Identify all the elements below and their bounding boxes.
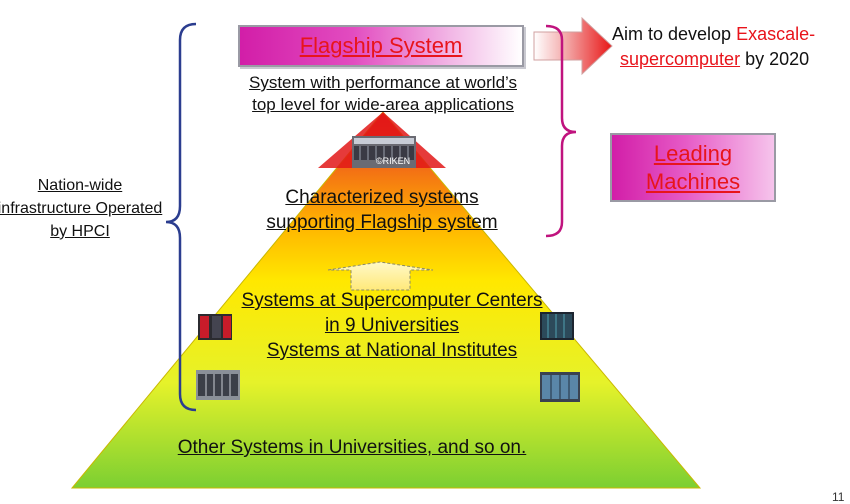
right-arrow [533,16,613,76]
server-rack-icon [196,370,240,400]
supercomputer-image-k [352,136,416,168]
left-label-line1: Nation-wide [37,177,123,194]
page-number: 11 [832,490,845,504]
bottom-systems-label: Other Systems in Universities, and so on… [177,437,527,458]
leading-label-line1: Leading [653,140,733,166]
characterized-line1: Characterized systems [285,187,479,208]
centers-line1: Systems at Supercomputer Centers [241,290,543,311]
aim-text-line1: Aim to develop Exascale- [612,24,815,45]
right-bracket [545,24,577,238]
upward-arrow [327,261,434,291]
left-label-line3: by HPCI [50,223,110,240]
flagship-system-box: Flagship System [238,25,524,67]
aim-text-line2: supercomputer by 2020 [620,49,809,70]
aim-suffix: by 2020 [740,49,810,69]
aim-exascale: Exascale- [736,24,816,44]
riken-credit: ©RIKEN [376,156,411,166]
flagship-description-line1: System with performance at world’s [248,73,517,92]
centers-line3: Systems at National Institutes [266,340,518,361]
server-rack-icon [540,312,574,340]
server-rack-icon [198,314,232,340]
leading-label-line2: Machines [645,168,741,194]
aim-supercomputer: supercomputer [620,49,741,69]
leading-machines-box: Leading Machines [610,133,776,202]
server-rack-icon [540,372,580,402]
flagship-system-label: Flagship System [299,33,463,58]
centers-line2: in 9 Universities [324,315,460,336]
left-bracket [165,22,197,412]
aim-prefix: Aim to develop [612,24,737,44]
left-label-line2: infrastructure Operated [0,200,163,217]
flagship-description-line2: top level for wide-area applications [252,95,514,114]
characterized-line2: supporting Flagship system [266,212,498,233]
